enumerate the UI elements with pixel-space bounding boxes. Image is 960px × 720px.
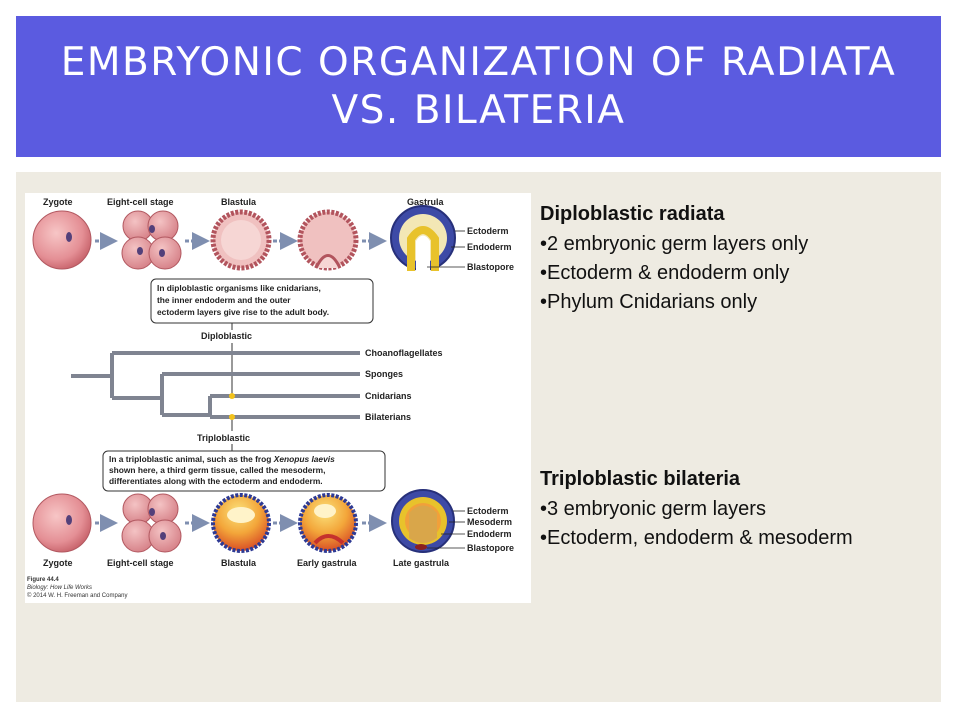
bottom-stage-label-eight-cell: Eight-cell stage — [107, 558, 174, 568]
triploblastic-callout: In a triploblastic animal, such as the f… — [102, 450, 386, 492]
top-gastrula-drawing — [390, 205, 456, 271]
taxon-cnidarians: Cnidarians — [365, 391, 412, 401]
bottom-stage-label-zygote: Zygote — [43, 558, 73, 568]
triploblastic-heading: Triploblastic bilateria — [540, 468, 741, 490]
top-label-ectoderm: Ectoderm — [467, 226, 509, 236]
bottom-stage-label-early-gastrula: Early gastrula — [297, 558, 358, 568]
triplo-callout-line-2: shown here, a third germ tissue, called … — [109, 465, 325, 475]
diploblastic-block: Diploblastic radiata •2 embryonic germ l… — [540, 201, 930, 317]
top-eight-cell-drawing — [121, 210, 182, 270]
tree-label-diploblastic: Diploblastic — [201, 331, 252, 341]
diploblastic-callout: In diploblastic organisms like cnidarian… — [150, 278, 374, 324]
triploblastic-item-2: •Ectoderm, endoderm & mesoderm — [540, 527, 853, 549]
slide-title: EMBRYONIC ORGANIZATION OF RADIATA VS. BI… — [16, 39, 941, 135]
triplo-callout-line-3: differentiates along with the ectoderm a… — [109, 476, 323, 486]
figure-book: Biology: How Life Works — [27, 585, 92, 591]
diploblastic-item-1: •2 embryonic germ layers only — [540, 233, 809, 255]
bottom-eight-cell-drawing — [121, 493, 182, 553]
top-invagination-drawing — [297, 209, 359, 271]
embryo-figure: Zygote Eight-cell stage Blastula Gastrul… — [25, 193, 531, 603]
diplo-callout-line-3: ectoderm layers give rise to the adult b… — [157, 307, 329, 317]
bottom-zygote-drawing — [32, 493, 92, 553]
bottom-label-ectoderm: Ectoderm — [467, 506, 509, 516]
taxon-bilaterians: Bilaterians — [365, 412, 411, 422]
diploblastic-item-3: •Phylum Cnidarians only — [540, 291, 758, 313]
title-bar: EMBRYONIC ORGANIZATION OF RADIATA VS. BI… — [16, 16, 941, 157]
title-line-2: VS. BILATERIA — [331, 87, 626, 133]
stage-label-gastrula: Gastrula — [407, 197, 445, 207]
bottom-label-mesoderm: Mesoderm — [467, 517, 512, 527]
diplo-callout-line-1: In diploblastic organisms like cnidarian… — [157, 283, 321, 293]
triploblastic-node-marker — [229, 414, 235, 420]
triplo-callout-line-1: In a triploblastic animal, such as the f… — [109, 454, 335, 464]
stage-label-blastula: Blastula — [221, 197, 257, 207]
bottom-early-gastrula-drawing — [298, 493, 358, 553]
diploblastic-node-marker — [229, 393, 235, 399]
top-label-blastopore: Blastopore — [467, 262, 514, 272]
phylogenetic-tree — [71, 351, 360, 419]
figure-number: Figure 44.4 — [27, 577, 59, 583]
title-line-1: EMBRYONIC ORGANIZATION OF RADIATA — [60, 39, 897, 85]
top-zygote-drawing — [32, 210, 92, 270]
bottom-label-endoderm: Endoderm — [467, 529, 512, 539]
figure-copyright: © 2014 W. H. Freeman and Company — [27, 592, 127, 599]
top-label-endoderm: Endoderm — [467, 242, 512, 252]
tree-label-triploblastic: Triploblastic — [197, 433, 250, 443]
taxon-choanoflagellates: Choanoflagellates — [365, 348, 443, 358]
stage-label-eight-cell: Eight-cell stage — [107, 197, 174, 207]
taxon-sponges: Sponges — [365, 369, 403, 379]
bottom-stage-label-late-gastrula: Late gastrula — [393, 558, 450, 568]
triploblastic-block: Triploblastic bilateria •3 embryonic ger… — [540, 466, 930, 553]
bottom-late-gastrula-drawing — [391, 489, 455, 553]
diploblastic-item-2: •Ectoderm & endoderm only — [540, 262, 790, 284]
bottom-label-blastopore: Blastopore — [467, 543, 514, 553]
bottom-blastula-drawing — [211, 493, 271, 553]
top-blastula-drawing — [210, 209, 272, 271]
bottom-stage-label-blastula: Blastula — [221, 558, 257, 568]
stage-label-zygote: Zygote — [43, 197, 73, 207]
triploblastic-item-1: •3 embryonic germ layers — [540, 498, 766, 520]
diploblastic-heading: Diploblastic radiata — [540, 203, 725, 225]
diplo-callout-line-2: the inner endoderm and the outer — [157, 295, 291, 305]
